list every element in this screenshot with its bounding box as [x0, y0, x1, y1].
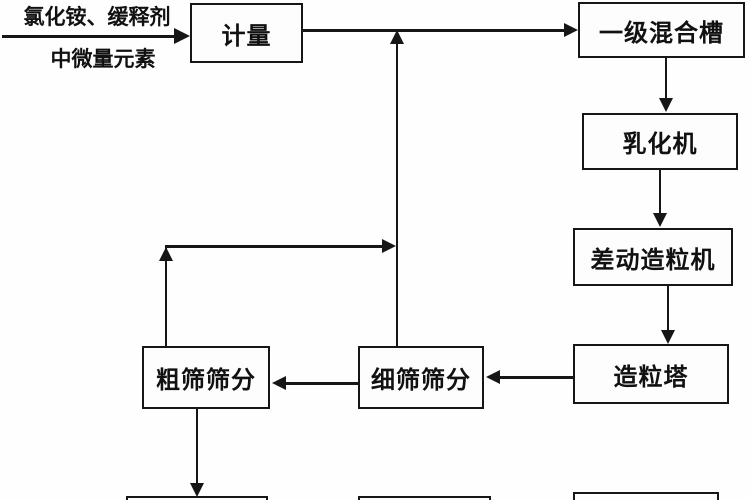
- arrow-feed-to-metering-head: [174, 28, 190, 44]
- arrow-fine-to-coarse-head: [272, 376, 286, 390]
- arrow-coarse-recycle-up-head: [159, 247, 173, 261]
- arrow-feed-to-metering-line: [2, 35, 176, 38]
- arrow-metering-to-mixing-line: [303, 29, 564, 32]
- arrow-emulsifier-to-granulator-head: [653, 213, 667, 227]
- arrow-tower-to-fine-head: [486, 370, 500, 384]
- node-bottom-middle-partial: [358, 496, 491, 500]
- node-granulation-tower: 造粒塔: [573, 344, 729, 404]
- arrow-metering-to-mixing-head: [564, 23, 578, 37]
- node-differential-granulator: 差动造粒机: [573, 228, 733, 286]
- node-fine-screening-label: 细筛筛分: [371, 367, 471, 394]
- node-primary-mixing-tank-label: 一级混合槽: [599, 19, 724, 47]
- node-primary-mixing-tank: 一级混合槽: [578, 2, 745, 58]
- node-coarse-screening: 粗筛筛分: [142, 346, 270, 409]
- node-metering-label: 计量: [221, 22, 272, 50]
- arrow-coarse-to-bottom-head: [190, 483, 204, 497]
- node-emulsifier-label: 乳化机: [622, 131, 698, 158]
- node-emulsifier: 乳化机: [582, 113, 738, 170]
- node-fine-screening: 细筛筛分: [358, 346, 484, 409]
- recycle-riser-up-head: [390, 30, 404, 44]
- recycle-riser-line: [396, 43, 398, 346]
- arrow-coarse-recycle-right-head: [382, 239, 396, 253]
- arrow-granulator-to-tower-line: [667, 286, 669, 331]
- feed-label-top: 氯化铵、缓释剂: [23, 6, 171, 29]
- arrow-fine-to-coarse-line: [286, 382, 358, 385]
- node-bottom-left-partial: [126, 496, 268, 500]
- arrow-coarse-to-bottom-line: [196, 409, 198, 483]
- node-bottom-right-partial: [573, 492, 719, 500]
- feed-label-bottom: 中微量元素: [50, 48, 156, 71]
- arrow-coarse-recycle-right-line: [165, 245, 382, 248]
- node-differential-granulator-label: 差动造粒机: [590, 246, 716, 274]
- arrow-tower-to-fine-line: [500, 376, 573, 379]
- arrow-emulsifier-to-granulator-line: [659, 170, 661, 214]
- node-coarse-screening-label: 粗筛筛分: [156, 367, 256, 394]
- node-metering: 计量: [190, 3, 303, 63]
- arrow-mixing-to-emulsifier-head: [659, 98, 673, 112]
- arrow-mixing-to-emulsifier-line: [665, 58, 667, 98]
- arrow-coarse-recycle-up-line: [165, 245, 167, 346]
- node-granulation-tower-label: 造粒塔: [613, 363, 689, 391]
- arrow-granulator-to-tower-head: [661, 330, 675, 344]
